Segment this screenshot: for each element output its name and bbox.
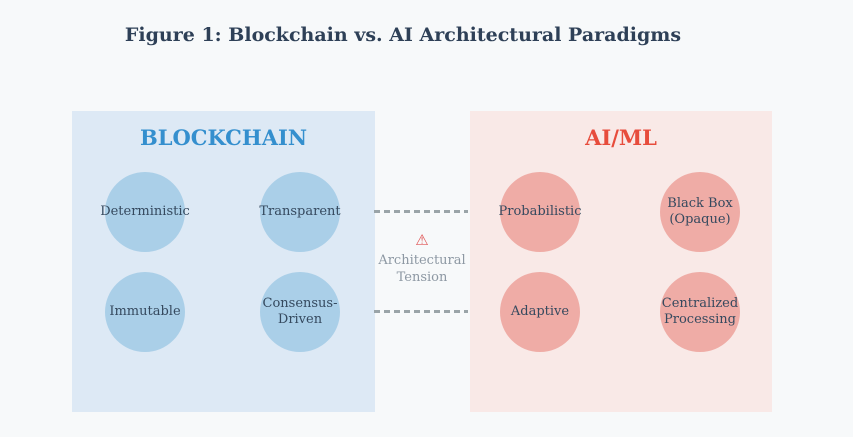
figure-title: Figure 1: Blockchain vs. AI Architectura… <box>124 24 682 46</box>
circle-immutable: Immutable <box>105 272 185 352</box>
aiml-panel-header: AI/ML <box>585 125 657 150</box>
circle-consensus-driven: Consensus-Driven <box>260 272 340 352</box>
blockchain-panel-header: BLOCKCHAIN <box>139 125 308 150</box>
circle-adaptive: Adaptive <box>500 272 580 352</box>
circle-transparent: Transparent <box>259 172 341 252</box>
tension-connector-top <box>374 210 468 213</box>
tension-label: Architectural Tension <box>378 253 466 285</box>
circle-label: Probabilistic <box>498 203 582 219</box>
blockchain-panel: BLOCKCHAIN Deterministic Transparent Imm… <box>72 111 375 412</box>
circle-label: Adaptive <box>510 303 570 319</box>
circle-deterministic: Deterministic <box>100 172 190 252</box>
circle-black-box: Black Box (Opaque) <box>660 172 740 252</box>
circle-label: Immutable <box>109 303 181 319</box>
architectural-tension-callout: ⚠ Architectural Tension <box>361 233 483 287</box>
circle-label: Deterministic <box>100 203 190 219</box>
circle-label: Consensus-Driven <box>262 295 338 327</box>
tension-connector-bottom <box>374 310 468 313</box>
circle-label: Centralized Processing <box>661 295 739 327</box>
circle-label: Transparent <box>259 203 341 219</box>
circle-centralized-processing: Centralized Processing <box>660 272 740 352</box>
circle-probabilistic: Probabilistic <box>499 172 582 252</box>
circle-label: Black Box (Opaque) <box>667 195 733 227</box>
aiml-panel: AI/ML Probabilistic Black Box (Opaque) A… <box>470 111 772 412</box>
warning-triangle-icon: ⚠ <box>415 231 429 249</box>
